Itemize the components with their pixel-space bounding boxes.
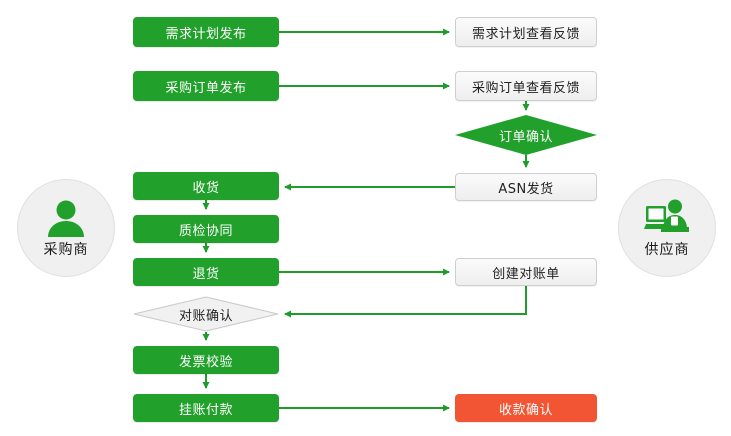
diamond-shape [133,296,279,332]
actor-label: 供应商 [644,241,690,258]
node-label: 订单确认 [498,129,553,145]
node-label: 收货 [192,180,220,196]
node-label: 采购订单查看反馈 [471,80,580,96]
node-receive-goods[interactable]: 收货 [133,172,279,200]
node-purchase-order-view-feedback[interactable]: 采购订单查看反馈 [455,71,597,101]
node-label: 挂账付款 [178,402,233,418]
node-label: 对账确认 [178,308,233,324]
node-label: 收款确认 [498,402,553,418]
node-label: 质检协同 [178,223,233,239]
node-label: 需求计划发布 [165,26,247,42]
node-invoice-verification[interactable]: 发票校验 [133,346,279,374]
node-label: 创建对账单 [492,266,560,282]
actor-label: 采购商 [43,241,89,258]
actor-buyer[interactable]: 采购商 [17,179,115,277]
node-demand-plan-publish[interactable]: 需求计划发布 [133,17,279,47]
node-reconciliation-confirm-decision[interactable]: 对账确认 [133,296,279,332]
node-label: 采购订单发布 [165,80,247,96]
actor-supplier[interactable]: 供应商 [618,179,716,277]
node-order-confirm-decision[interactable]: 订单确认 [455,115,597,155]
node-label: 需求计划查看反馈 [471,26,580,42]
node-accrued-payment[interactable]: 挂账付款 [133,394,279,422]
edge-e9 [284,286,527,318]
node-label: ASN发货 [498,181,554,197]
node-return-goods[interactable]: 退货 [133,258,279,286]
node-label: 退货 [192,266,220,282]
node-payment-receipt-confirm[interactable]: 收款确认 [455,394,597,422]
diamond-shape [455,115,597,155]
node-quality-inspection-collab[interactable]: 质检协同 [133,215,279,243]
node-demand-plan-view-feedback[interactable]: 需求计划查看反馈 [455,17,597,47]
node-purchase-order-publish[interactable]: 采购订单发布 [133,71,279,101]
person-computer-icon [644,199,689,232]
person-icon [48,200,84,237]
node-asn-shipment[interactable]: ASN发货 [455,173,597,201]
node-label: 发票校验 [178,354,233,370]
node-create-reconciliation-statement[interactable]: 创建对账单 [455,258,597,286]
